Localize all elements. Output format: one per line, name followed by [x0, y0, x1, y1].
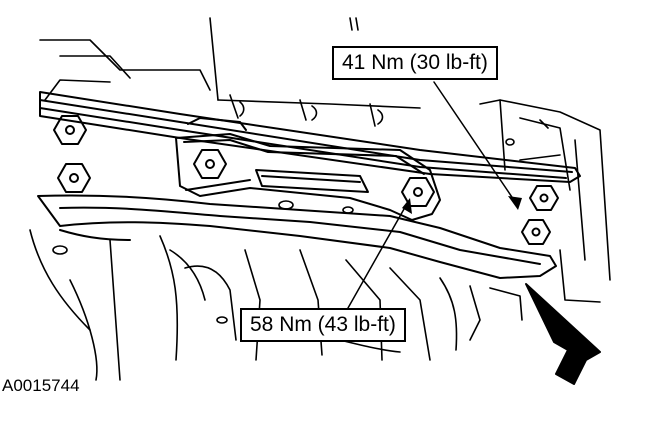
bolt-icon [57, 163, 91, 193]
leader-arrowhead [402, 198, 412, 214]
bolt-icon [193, 149, 227, 179]
bolt-icon [521, 219, 551, 245]
body-panels [29, 17, 611, 381]
torque-callout-upper: 41 Nm (30 lb-ft) [332, 46, 498, 80]
leader-arrowhead [508, 196, 522, 210]
frame-rail [39, 91, 581, 183]
direction-arrow-icon [525, 283, 601, 385]
leader-lines [347, 81, 519, 309]
bolt-icon [53, 115, 87, 145]
torque-callout-lower: 58 Nm (43 lb-ft) [240, 308, 406, 342]
bolt-icon [529, 185, 559, 211]
figure-id-label: A0015744 [2, 376, 80, 395]
crossmember-bracket [175, 133, 441, 221]
bolt-icon [401, 177, 435, 207]
lower-brace [37, 194, 557, 279]
